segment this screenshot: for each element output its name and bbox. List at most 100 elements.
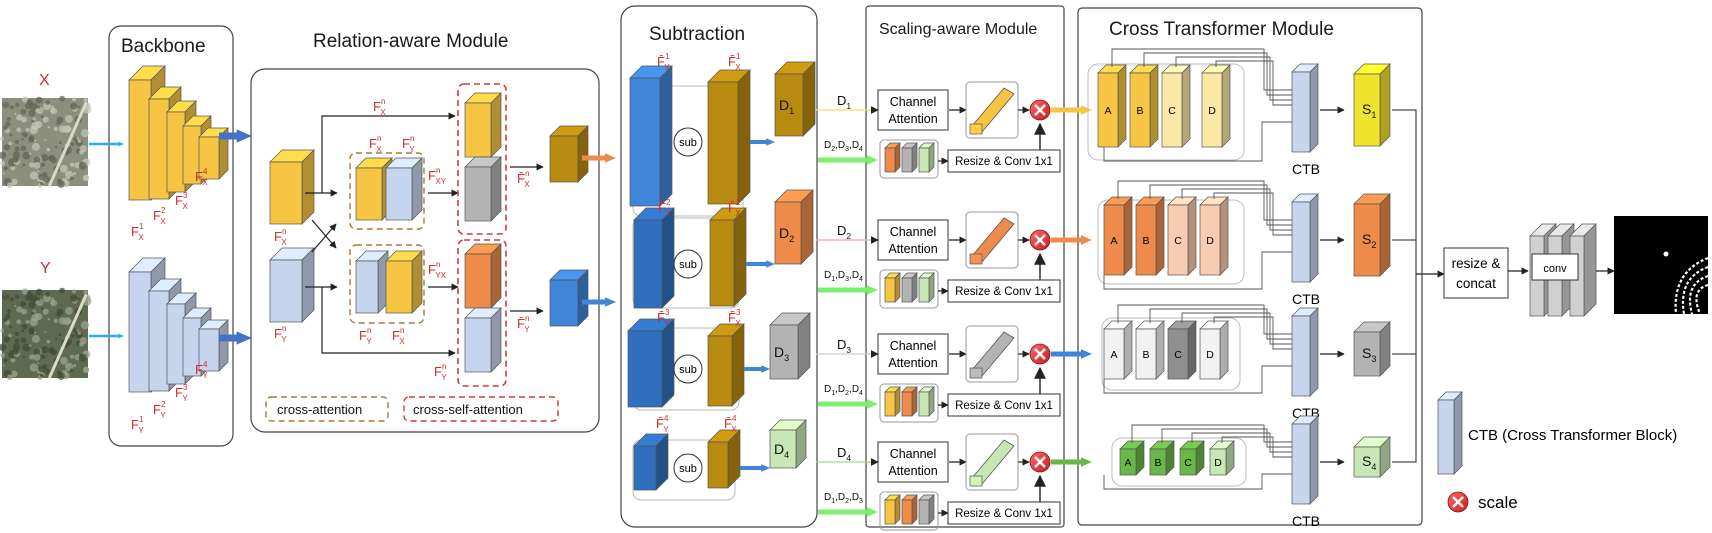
- input-x-image-speck: [40, 162, 46, 168]
- s-label-3-base: S: [1362, 345, 1371, 361]
- scaling-small-block-3-3: [918, 386, 935, 417]
- input-y-image-speck: [42, 308, 49, 315]
- ct-block-label-3-A: A: [1110, 349, 1117, 361]
- ct-block-label-4-C: C: [1184, 457, 1192, 469]
- input-x-image-speck: [77, 139, 82, 143]
- input-x-image-speck: [58, 141, 62, 145]
- scaling-small-block-3-1: [884, 386, 901, 417]
- input-y-image-speck: [69, 368, 74, 373]
- s-block-1-side: [1379, 63, 1391, 147]
- legend-cross-self-attention-box: [403, 396, 559, 422]
- input-x-image-speck: [3, 144, 11, 151]
- relation-fybar-label-base: F̄: [517, 316, 525, 331]
- ca-top-fy-label-sub: Y: [409, 145, 415, 154]
- ct-block-label-1-B: B: [1136, 105, 1143, 117]
- ct-block-label-1-A: A: [1104, 105, 1111, 117]
- input-y-image-speck: [20, 300, 27, 307]
- resize-conv-text-1: Resize & Conv 1x1: [955, 156, 1053, 168]
- input-x-image-speck: [2, 172, 5, 175]
- backbone-fy3-label-sub: Y: [182, 394, 188, 403]
- s-label-3: S3: [1362, 345, 1376, 364]
- input-y-image-speck: [5, 313, 11, 319]
- input-y-image-speck: [3, 317, 8, 323]
- channel-attention-box-2: [877, 219, 949, 261]
- input-x-image-speck: [77, 105, 81, 109]
- scaling-out-arrow-1: [1051, 105, 1092, 115]
- input-y-image-speck: [28, 327, 35, 333]
- legend-scale-text: scale: [1478, 493, 1518, 512]
- input-y-image-speck: [73, 364, 77, 368]
- input-x-image-speck: [42, 116, 49, 123]
- ct-block-label-2-D: D: [1206, 235, 1214, 247]
- ctb-block-1: [1291, 63, 1319, 153]
- output-change-spot: [1663, 251, 1669, 257]
- sub-fy3-label-base: F̄: [657, 310, 665, 325]
- backbone-fy2-label-sub: Y: [160, 411, 166, 420]
- scaling-small-block-1-1: [884, 142, 901, 173]
- backbone-x-arrow: [219, 129, 252, 143]
- subtraction-d-1: [774, 61, 816, 137]
- ct-link-4-2: [1161, 428, 1292, 448]
- sub-fy3-label-sub: Y: [664, 319, 670, 328]
- subtraction-d-label-4-sub: 4: [784, 450, 789, 460]
- ctb-label-2: CTB: [1292, 291, 1320, 307]
- csa-top-yellow-front: [464, 102, 492, 158]
- input-x-image-speck: [83, 97, 88, 103]
- ct-row-4-frame: [1111, 437, 1247, 487]
- input-y-image-speck: [20, 337, 27, 343]
- subtraction-frame: [620, 5, 818, 528]
- scaling-dd-label-1-part-0: D: [824, 140, 831, 151]
- scaling-dd-label-3-part-1: 1: [831, 390, 835, 397]
- scaling-dd-label-2-part-5: 4: [859, 276, 863, 283]
- backbone-fx1-label-sub: X: [138, 233, 144, 242]
- input-x-image-speck: [40, 115, 44, 119]
- ct-block-2-C-front: [1167, 204, 1189, 276]
- input-x-image-road: [47, 101, 88, 187]
- ca-top-fx-front: [355, 167, 383, 221]
- input-x-image-speck: [15, 102, 20, 107]
- csa-box-bottom: [457, 239, 507, 387]
- scaling-bar-foot-3: [969, 367, 983, 379]
- backbone-fx2-label-sub: X: [160, 217, 166, 226]
- scaling-dd-label-1-part-5: 4: [859, 146, 863, 153]
- subtraction-d-label-2-sub: 2: [789, 234, 794, 244]
- input-x-image-speck: [21, 137, 25, 141]
- input-y-image-speck: [53, 318, 58, 323]
- scaling-small-box-3: [879, 383, 939, 423]
- scaling-small-block-2-1-front: [884, 277, 896, 303]
- ca-bottom-fx-side: [411, 250, 423, 314]
- s-to-fusion-line-2: [1392, 239, 1417, 274]
- ctb-label-4: CTB: [1292, 513, 1320, 529]
- csa-bottom-orange-front: [464, 253, 492, 309]
- input-x-image-speck: [40, 153, 49, 162]
- input-y-image-speck: [59, 287, 66, 294]
- s-to-fusion-line-1: [1392, 109, 1417, 274]
- scale-icon-cross-4: [1034, 456, 1046, 468]
- sub-fx2-label-sub: X: [735, 209, 741, 218]
- backbone-y-arrow: [219, 331, 252, 345]
- input-x-image-speck: [34, 105, 38, 109]
- scaling-small-block-3-1-side: [894, 386, 901, 417]
- input-x-image-speck: [62, 125, 72, 134]
- ct-block-1-A: [1097, 64, 1127, 148]
- relation-frame: [250, 68, 600, 433]
- input-y-image-speck: [40, 345, 49, 354]
- ct-block-1-B: [1129, 64, 1159, 148]
- ct-link-1-4: [1215, 60, 1292, 106]
- subtraction-fx-4: [707, 429, 741, 489]
- ct-block-1-C-front: [1161, 72, 1183, 148]
- backbone-y-pyramid-layer-5-front: [198, 328, 220, 372]
- input-x-image-speck: [29, 162, 35, 168]
- ct-block-1-C-side: [1181, 64, 1191, 148]
- subtraction-sub-circle-2: [673, 249, 703, 279]
- scaling-dd-label-4: D1,D2,D3: [824, 492, 863, 505]
- sub-fy4-label-sub: Y: [663, 425, 669, 434]
- relation-fy-input-side: [301, 247, 315, 323]
- input-y-image-speck: [78, 353, 87, 362]
- input-x-image-speck: [46, 147, 51, 152]
- subtraction-d-label-3-base: D: [774, 344, 784, 360]
- subtraction-d-3-front: [769, 324, 799, 380]
- scaling-small-block-1-2: [901, 142, 918, 173]
